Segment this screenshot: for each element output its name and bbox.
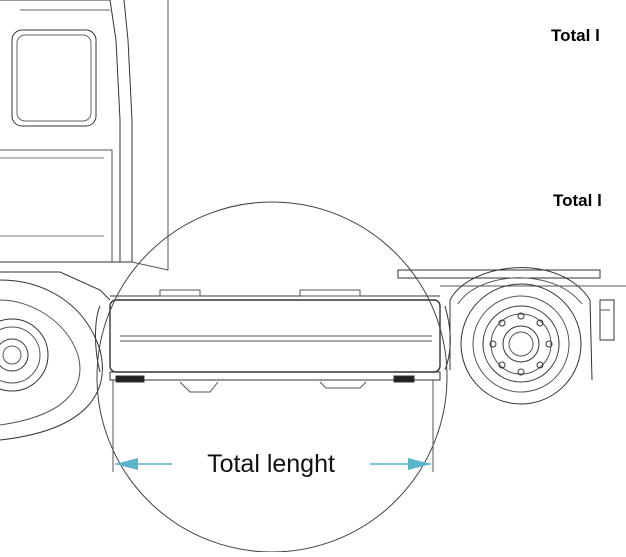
mid-cut-label: Total l (553, 191, 602, 210)
top-cut-label: Total l (551, 26, 600, 45)
arrowhead-right (408, 458, 431, 470)
front-wheel (0, 280, 102, 440)
fuel-tank (96, 290, 451, 392)
dimension-label: Total lenght (207, 450, 335, 478)
cab-window (12, 30, 96, 126)
truck-cab (0, 0, 168, 300)
rear-wheel (450, 268, 592, 404)
chassis (398, 270, 626, 340)
arrowhead-left (115, 458, 138, 470)
